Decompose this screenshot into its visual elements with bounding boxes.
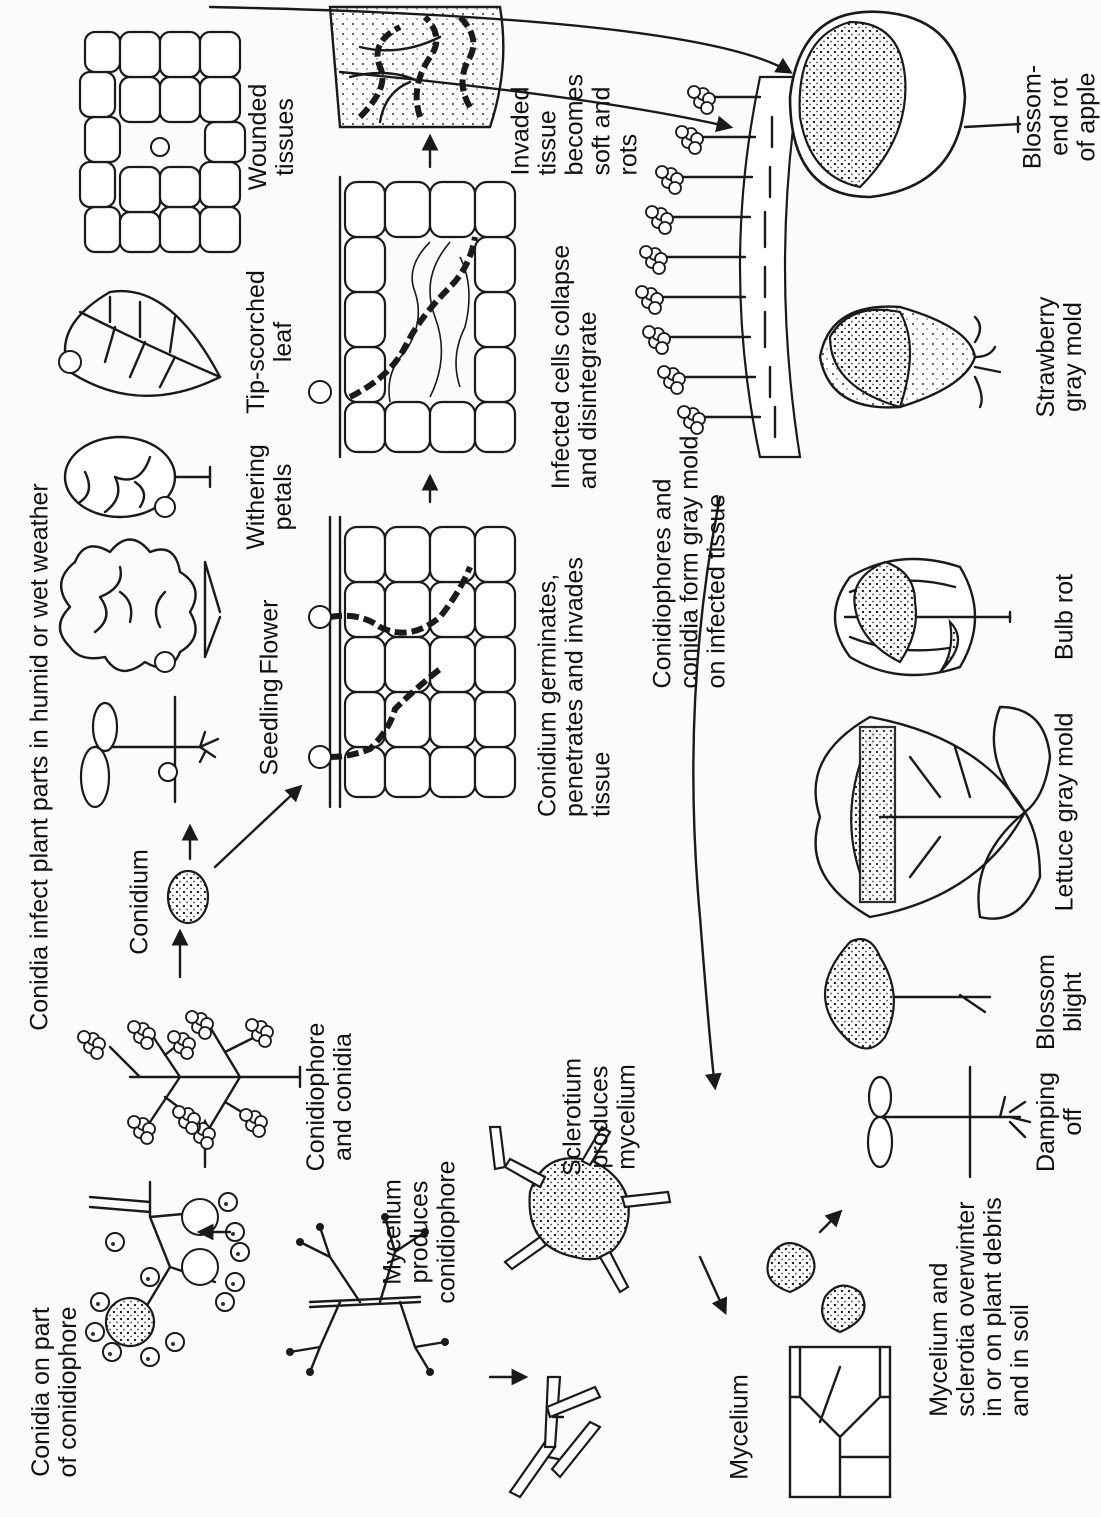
label-invaded: Invaded tissue becomes soft and rots [508, 59, 643, 176]
label-collapse: Infected cells collapse and disintegrate [548, 245, 602, 490]
label-withering-petals: Withering petals [243, 444, 297, 550]
conidium-icon [168, 871, 208, 923]
gray-mold-icon [636, 77, 800, 457]
label-sclerotium-produces-mycelium: Sclerotium produces mycelium [560, 1058, 641, 1176]
seedling-icon [868, 1067, 1030, 1177]
arrow-icon [215, 787, 300, 867]
conidia-cluster-icon [86, 1182, 249, 1366]
sclerotium-icon [768, 1243, 865, 1332]
arrow-icon [700, 1257, 725, 1312]
apple-icon [790, 12, 1020, 197]
label-mycelium: Mycelium [727, 1374, 754, 1480]
label-germinates: Conidium germinates, penetrates and inva… [535, 557, 616, 817]
tissue-section-icon [330, 7, 503, 127]
label-tip-scorched-leaf: Tip-scorched leaf [243, 270, 297, 414]
tissue-section-icon [309, 177, 515, 457]
flower-icon [60, 540, 220, 673]
tissue-section-icon [309, 517, 515, 807]
arrow-icon [820, 1212, 840, 1232]
top-title: Conidia infect plant parts in humid or w… [27, 483, 54, 1031]
bulb-icon [835, 559, 1010, 675]
conidiophore-icon [78, 1011, 300, 1149]
label-conidiophore-and-conidia: Conidiophore and conidia [303, 1023, 357, 1172]
label-lettuce-gray-mold: Lettuce gray mold [1052, 713, 1079, 912]
label-blossom-blight: Blossom blight [1033, 954, 1087, 1050]
lettuce-icon [816, 707, 1050, 919]
label-gray-mold: Conidiophores and conidia form gray mold… [650, 436, 731, 689]
strawberry-icon [820, 307, 1000, 408]
petal-bud-icon [65, 437, 210, 517]
label-wounded-tissues: Wounded tissues [245, 69, 299, 206]
label-strawberry-gray-mold: Strawberry gray mold [1033, 297, 1087, 418]
blossom-blight-icon [825, 939, 990, 1048]
label-flower: Flower [257, 599, 284, 674]
label-conidia-on-conidiophore: Conidia on part of conidiophore [28, 1307, 82, 1478]
label-bulb-rot: Bulb rot [1052, 574, 1079, 660]
overwinter-box-icon [790, 1347, 890, 1497]
label-mycelium-produces-conidiophore: Mycelium produces conidiophore [380, 1160, 461, 1303]
label-blossom-end-rot: Blossom-end rot of apple [1020, 59, 1101, 176]
seedling-icon [81, 697, 218, 807]
label-damping-off: Damping off [1033, 1072, 1087, 1172]
leaf-icon [59, 291, 220, 396]
wounded-tissue-icon [80, 27, 250, 257]
label-overwinter: Mycelium and sclerotia overwinter in or … [926, 1197, 1034, 1417]
mycelium-icon [510, 1377, 600, 1497]
label-conidium: Conidium [127, 849, 154, 955]
label-seedling: Seedling [257, 678, 284, 775]
